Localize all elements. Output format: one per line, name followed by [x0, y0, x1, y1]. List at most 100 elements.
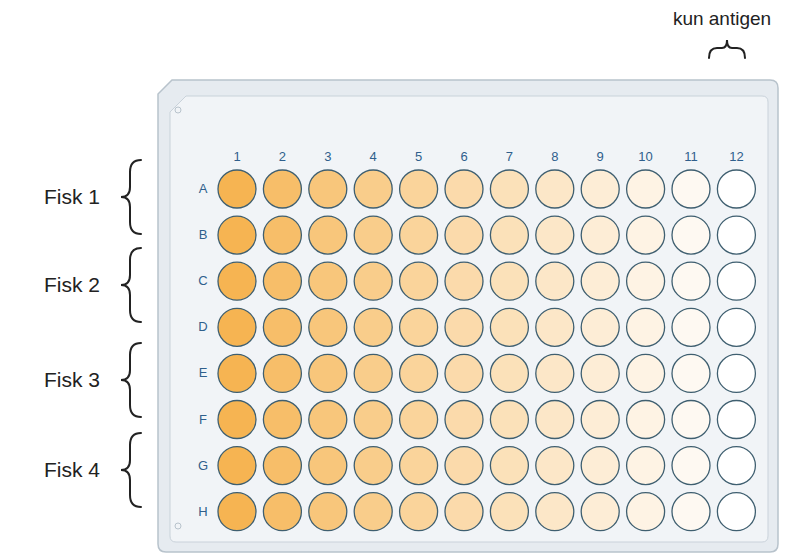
- well: [672, 401, 710, 439]
- well: [581, 262, 619, 300]
- row-letter: G: [198, 458, 208, 472]
- well: [627, 262, 665, 300]
- well: [717, 216, 755, 254]
- well: [490, 401, 528, 439]
- well: [672, 170, 710, 208]
- well: [218, 308, 256, 346]
- well: [627, 216, 665, 254]
- well: [445, 493, 483, 531]
- column-number: 10: [638, 150, 652, 164]
- well: [354, 262, 392, 300]
- well: [445, 447, 483, 485]
- column-number: 12: [729, 150, 743, 164]
- well: [263, 170, 301, 208]
- row-letter: B: [199, 228, 208, 242]
- well: [309, 401, 347, 439]
- row-group-label: Fisk 2: [44, 273, 100, 296]
- well: [218, 262, 256, 300]
- column-number: 2: [279, 150, 286, 164]
- well: [218, 447, 256, 485]
- well: [627, 354, 665, 392]
- well: [717, 308, 755, 346]
- well: [717, 401, 755, 439]
- well: [536, 401, 574, 439]
- plate-outline: [158, 80, 778, 552]
- row-group-label: Fisk 3: [44, 368, 100, 391]
- well: [627, 308, 665, 346]
- well: [354, 216, 392, 254]
- wells: [218, 170, 755, 531]
- well: [400, 354, 438, 392]
- well: [717, 262, 755, 300]
- well: [445, 216, 483, 254]
- column-number: 8: [551, 150, 558, 164]
- well: [309, 354, 347, 392]
- well: [536, 308, 574, 346]
- well: [218, 493, 256, 531]
- well: [536, 262, 574, 300]
- well: [263, 262, 301, 300]
- well: [717, 447, 755, 485]
- well: [263, 308, 301, 346]
- column-number: 11: [684, 150, 698, 164]
- brackets: [121, 40, 745, 507]
- well: [490, 493, 528, 531]
- well: [445, 170, 483, 208]
- well: [627, 170, 665, 208]
- well: [309, 308, 347, 346]
- well: [218, 401, 256, 439]
- column-number: 7: [506, 150, 513, 164]
- well: [263, 354, 301, 392]
- well: [536, 493, 574, 531]
- well: [581, 170, 619, 208]
- well: [672, 354, 710, 392]
- well: [354, 170, 392, 208]
- column-number: 9: [597, 150, 604, 164]
- well: [218, 354, 256, 392]
- column-number: 4: [370, 150, 377, 164]
- well: [263, 401, 301, 439]
- column-number: 1: [233, 150, 240, 164]
- well: [400, 308, 438, 346]
- well: [354, 354, 392, 392]
- well: [672, 447, 710, 485]
- well: [490, 262, 528, 300]
- well: [400, 401, 438, 439]
- plate-inner: [170, 96, 768, 542]
- well: [400, 216, 438, 254]
- well: [309, 170, 347, 208]
- row-group-label: Fisk 4: [44, 458, 100, 481]
- well: [309, 447, 347, 485]
- well: [717, 493, 755, 531]
- well: [672, 262, 710, 300]
- well: [536, 216, 574, 254]
- row-letter: E: [199, 366, 208, 380]
- well: [490, 447, 528, 485]
- well: [536, 354, 574, 392]
- well: [536, 170, 574, 208]
- row-letter: F: [199, 412, 207, 426]
- row-bracket: [121, 248, 141, 322]
- row-bracket: [121, 433, 141, 507]
- well: [581, 447, 619, 485]
- well: [263, 493, 301, 531]
- row-bracket: [121, 343, 141, 417]
- row-letter: A: [199, 182, 208, 196]
- well: [400, 170, 438, 208]
- well: [672, 308, 710, 346]
- group-label: kun antigen: [673, 9, 771, 30]
- column-bracket: [709, 40, 745, 58]
- well: [581, 401, 619, 439]
- well: [672, 493, 710, 531]
- well: [309, 493, 347, 531]
- well: [490, 216, 528, 254]
- row-letter: H: [198, 505, 207, 519]
- well: [218, 170, 256, 208]
- column-number: 5: [415, 150, 422, 164]
- well: [445, 262, 483, 300]
- well: [354, 447, 392, 485]
- well: [445, 308, 483, 346]
- well: [490, 354, 528, 392]
- well: [627, 401, 665, 439]
- well: [581, 493, 619, 531]
